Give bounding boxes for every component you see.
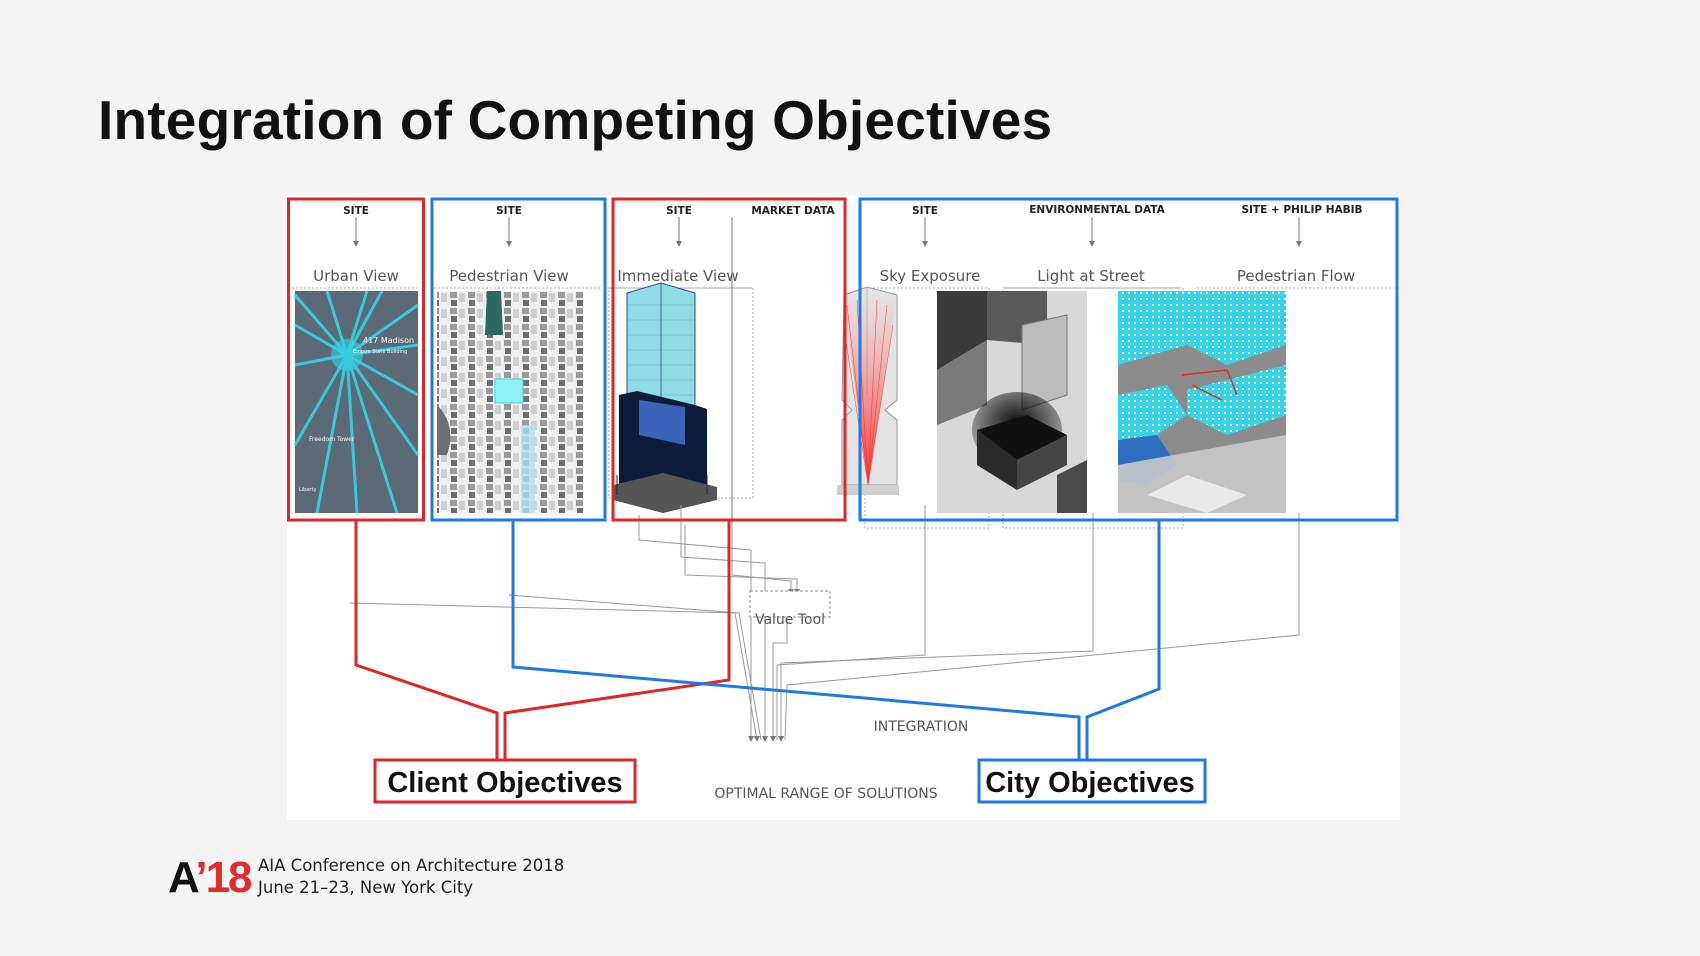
- sky-exposure-image: [837, 286, 899, 495]
- header-market-data: MARKET DATA: [751, 205, 835, 217]
- city-objectives-label: City Objectives: [985, 767, 1195, 799]
- slide-title: Integration of Competing Objectives: [98, 89, 1053, 151]
- logo-number: ’18: [195, 853, 252, 902]
- label-sky-exposure: Sky Exposure: [880, 267, 981, 285]
- pedestrian-view-image: [437, 291, 583, 513]
- label-417-madison: 417 Madison: [363, 336, 414, 345]
- integration-label: INTEGRATION: [874, 719, 969, 735]
- label-immediate-view: Immediate View: [617, 267, 738, 285]
- label-light-at-street: Light at Street: [1037, 267, 1145, 285]
- label-pedestrian-view: Pedestrian View: [449, 267, 569, 285]
- header-environmental-data: ENVIRONMENTAL DATA: [1029, 204, 1165, 216]
- optimal-range-label: OPTIMAL RANGE OF SOLUTIONS: [714, 786, 937, 802]
- value-tool-box: [749, 590, 831, 618]
- client-panel-frames: [287, 197, 847, 804]
- label-freedom-tower: Freedom Tower: [309, 436, 355, 443]
- header-site-3: SITE: [666, 205, 692, 217]
- a18-logo: A’18: [168, 853, 253, 902]
- conference-dates: June 21–23, New York City: [258, 878, 474, 897]
- client-objectives-label: Client Objectives: [387, 767, 622, 799]
- logo-letter: A: [168, 853, 197, 902]
- value-tool-label: Value Tool: [755, 612, 825, 628]
- header-site-philip-habib: SITE + PHILIP HABIB: [1241, 204, 1362, 216]
- label-empire-state: Empire State Building: [353, 349, 407, 355]
- objectives-diagram: SITE SITE SITE MARKET DATA SITE ENVIRONM…: [287, 195, 1400, 820]
- light-at-street-image: [937, 291, 1087, 513]
- conference-name: AIA Conference on Architecture 2018: [258, 856, 565, 875]
- immediate-view-image: [613, 282, 717, 513]
- header-site-1: SITE: [343, 205, 369, 217]
- conference-info: AIA Conference on Architecture 2018 June…: [258, 855, 564, 899]
- integration-lines: [349, 505, 1300, 741]
- urban-view-image: 417 Madison Empire State Building Freedo…: [293, 290, 420, 514]
- header-site-4: SITE: [912, 205, 938, 217]
- city-panel-frames: [430, 197, 1399, 804]
- label-pedestrian-flow: Pedestrian Flow: [1237, 267, 1355, 285]
- pedestrian-flow-image: [1118, 291, 1286, 513]
- label-urban-view: Urban View: [313, 267, 399, 285]
- label-liberty: Liberty: [299, 487, 316, 493]
- header-site-2: SITE: [496, 205, 522, 217]
